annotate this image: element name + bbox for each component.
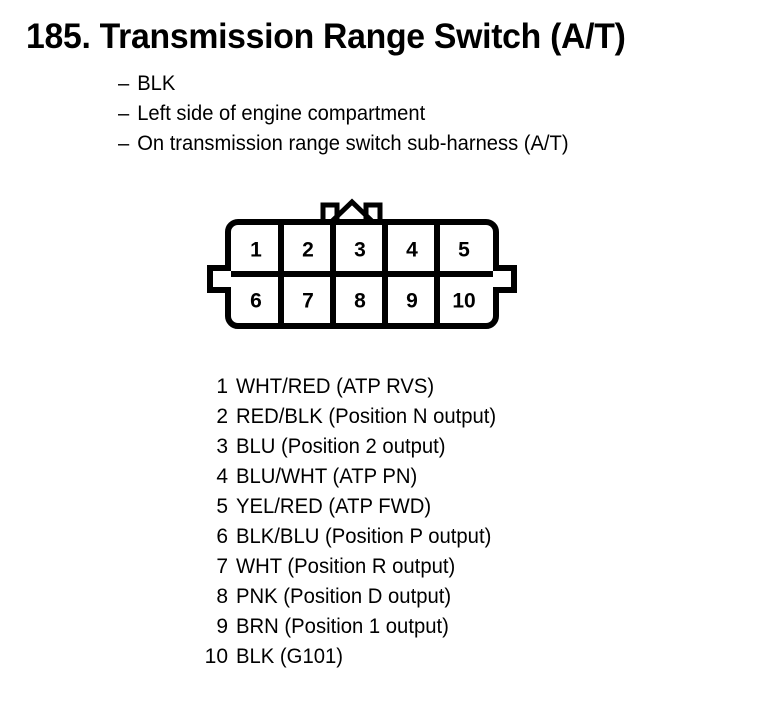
cavity-row-top: 1 2 3 4 5 xyxy=(250,239,470,262)
pin-description: WHT/RED (ATP RVS) xyxy=(236,375,435,398)
pin-description: BLK (G101) xyxy=(236,645,344,668)
pin-description: WHT (Position R output) xyxy=(236,555,456,578)
pin-description: BLU/WHT (ATP PN) xyxy=(236,465,418,488)
pin-legend-row: 7 WHT (Position R output) xyxy=(196,552,506,582)
pin-legend-row: 3 BLU (Position 2 output) xyxy=(196,432,506,462)
pin-number: 1 xyxy=(216,375,228,398)
cavity-number: 10 xyxy=(452,290,475,313)
pin-legend-row: 8 PNK (Position D output) xyxy=(196,582,506,612)
pin-number: 3 xyxy=(216,435,228,458)
dash-glyph: – xyxy=(118,102,130,125)
pin-number: 4 xyxy=(216,465,228,488)
cavity-number: 1 xyxy=(250,239,262,262)
cavity-number: 4 xyxy=(406,239,418,262)
cavity-number: 2 xyxy=(302,239,314,262)
description-item-text: BLK xyxy=(137,72,176,95)
cavity-number: 6 xyxy=(250,290,262,313)
connector-svg: 1 2 3 4 5 6 7 8 9 10 xyxy=(207,198,517,329)
description-item-text: Left side of engine compartment xyxy=(137,102,426,125)
cavity-number: 5 xyxy=(458,239,470,262)
pin-description: RED/BLK (Position N output) xyxy=(236,405,497,428)
cavity-number: 3 xyxy=(354,239,366,262)
connector-diagram: 1 2 3 4 5 6 7 8 9 10 xyxy=(205,193,525,333)
description-item: –Left side of engine compartment xyxy=(118,99,569,129)
connector-description-list: –BLK –Left side of engine compartment –O… xyxy=(118,69,587,159)
dash-glyph: – xyxy=(118,132,130,155)
pin-legend-row: 5 YEL/RED (ATP FWD) xyxy=(196,492,506,522)
pin-description: BLU (Position 2 output) xyxy=(236,435,446,458)
pin-number: 2 xyxy=(216,405,228,428)
pin-description: YEL/RED (ATP FWD) xyxy=(236,495,432,518)
pin-description: PNK (Position D output) xyxy=(236,585,452,608)
pin-number: 9 xyxy=(216,615,228,638)
dash-glyph: – xyxy=(118,72,130,95)
description-item: –On transmission range switch sub-harnes… xyxy=(118,129,569,159)
pin-description: BRN (Position 1 output) xyxy=(236,615,449,638)
pin-legend-row: 4 BLU/WHT (ATP PN) xyxy=(196,462,506,492)
pin-number: 7 xyxy=(216,555,228,578)
pin-legend-row: 10 BLK (G101) xyxy=(196,642,506,672)
pin-number: 10 xyxy=(204,645,228,668)
pin-legend-row: 1 WHT/RED (ATP RVS) xyxy=(196,372,506,402)
latch-peak xyxy=(327,198,377,226)
pin-number: 6 xyxy=(216,525,228,548)
pin-description: BLK/BLU (Position P output) xyxy=(236,525,492,548)
pin-number: 5 xyxy=(216,495,228,518)
cavity-number: 8 xyxy=(354,290,366,313)
pin-legend-row: 9 BRN (Position 1 output) xyxy=(196,612,506,642)
pin-legend-row: 6 BLK/BLU (Position P output) xyxy=(196,522,506,552)
description-item-text: On transmission range switch sub-harness… xyxy=(137,132,569,155)
pin-number: 8 xyxy=(216,585,228,608)
pin-legend-row: 2 RED/BLK (Position N output) xyxy=(196,402,506,432)
cavity-row-bottom: 6 7 8 9 10 xyxy=(250,290,476,313)
cavity-column-dividers xyxy=(278,222,440,326)
page-title: 185. Transmission Range Switch (A/T) xyxy=(26,17,626,56)
cavity-number: 9 xyxy=(406,290,418,313)
cavity-number: 7 xyxy=(302,290,314,313)
pin-legend-list: 1 WHT/RED (ATP RVS) 2 RED/BLK (Position … xyxy=(196,372,506,672)
description-item: –BLK xyxy=(118,69,569,99)
